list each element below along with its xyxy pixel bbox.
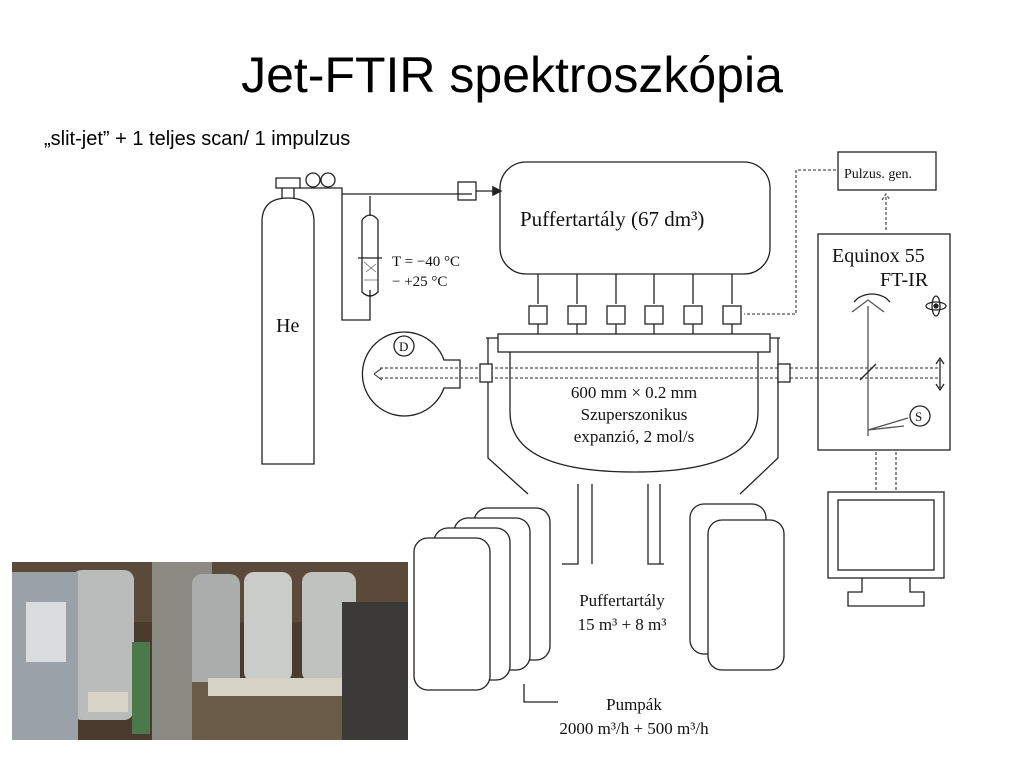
pump-arrow: [523, 684, 558, 703]
ir-beam: [380, 367, 940, 379]
slide-title: Jet-FTIR spektroszkópia: [241, 47, 783, 103]
buffer-top-label: Puffertartály (67 dm³): [520, 207, 704, 231]
pulse-gen-label: Pulzus. gen.: [844, 167, 912, 182]
chamber-line-3: expanzió, 2 mol/s: [574, 427, 694, 446]
cold-trap: [358, 196, 382, 297]
temp-line-1: T = −40 °C: [392, 254, 460, 270]
buffer-tanks-bottom-left: [413, 507, 551, 691]
pulse-generator: [837, 151, 937, 191]
pumps-line-1: Pumpák: [606, 695, 662, 714]
pump-lines: [562, 484, 664, 565]
spectrometer-line-1: Equinox 55: [832, 245, 925, 267]
buffer-bottom-line-1: Puffertartály: [579, 591, 665, 610]
detector-label: D: [399, 339, 408, 354]
chamber-line-1: 600 mm × 0.2 mm: [571, 383, 697, 402]
ftir-spectrometer: [817, 233, 951, 451]
inlet-valve: [457, 181, 477, 201]
slit-nozzle: [497, 333, 771, 353]
spectrometer-line-2: FT-IR: [880, 269, 929, 291]
slide-subtitle: „slit-jet” + 1 teljes scan/ 1 impulzus: [44, 128, 351, 150]
buffer-bottom-line-2: 15 m³ + 8 m³: [578, 615, 667, 634]
pumps-line-2: 2000 m³/h + 500 m³/h: [559, 719, 709, 738]
computer-monitor: [827, 491, 945, 607]
buffer-tank-top: [499, 161, 771, 275]
buffer-tanks-bottom-right: [689, 503, 785, 671]
chamber-line-2: Szuperszonikus: [581, 405, 688, 424]
temp-line-2: − +25 °C: [392, 274, 447, 290]
source-label: S: [915, 409, 922, 424]
detector-chamber: [361, 331, 461, 417]
lab-photo: [12, 562, 408, 740]
gas-label: He: [276, 315, 299, 337]
pulse-valves: [528, 274, 742, 334]
gas-cylinder: [261, 172, 472, 465]
